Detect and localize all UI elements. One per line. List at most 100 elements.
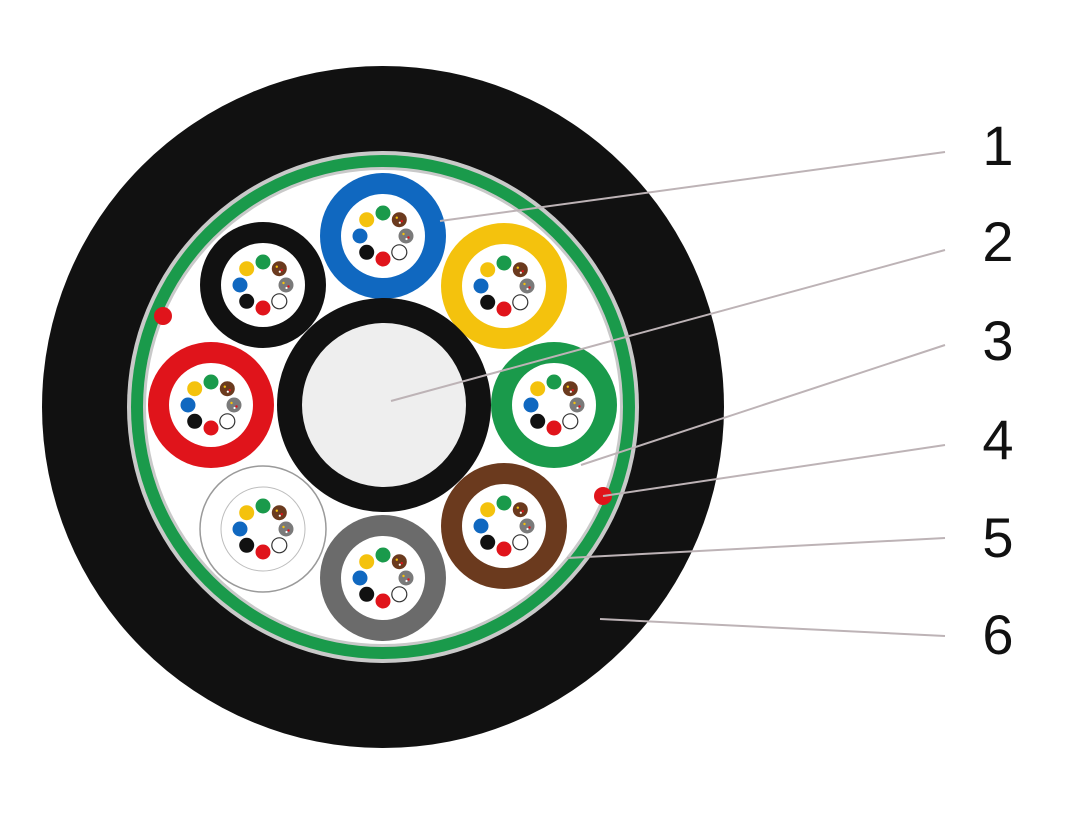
fiber bbox=[219, 413, 236, 430]
fiber-marker-dot bbox=[226, 390, 229, 393]
leader-line-5 bbox=[566, 537, 946, 559]
fiber bbox=[391, 212, 407, 228]
fiber-marker-dot bbox=[282, 281, 285, 285]
fiber-marker-dot bbox=[230, 401, 233, 405]
fiber-marker-dot bbox=[516, 506, 519, 509]
fiber-marker-dot bbox=[523, 522, 526, 526]
fiber-marker-dot bbox=[282, 525, 285, 529]
fiber bbox=[530, 413, 546, 429]
fiber bbox=[352, 228, 368, 244]
fiber bbox=[512, 294, 529, 311]
fiber bbox=[239, 293, 255, 309]
fiber-marker-dot bbox=[402, 574, 405, 578]
fiber bbox=[232, 277, 248, 293]
fiber bbox=[203, 420, 219, 436]
fiber-marker-dot bbox=[405, 579, 408, 583]
fiber bbox=[480, 534, 496, 550]
fiber-marker-dot bbox=[235, 405, 238, 408]
fiber-marker-dot bbox=[398, 221, 401, 224]
fiber bbox=[569, 397, 585, 413]
fiber bbox=[562, 413, 579, 430]
loose-tube-white bbox=[199, 465, 327, 593]
fiber bbox=[398, 570, 414, 586]
fiber bbox=[271, 537, 288, 554]
fiber bbox=[512, 534, 529, 551]
fiber-marker-dot bbox=[400, 562, 403, 565]
leader-line-2 bbox=[390, 249, 946, 402]
loose-tube-brown bbox=[441, 463, 567, 589]
fiber bbox=[203, 374, 219, 390]
fiber-marker-dot bbox=[278, 270, 281, 273]
fiber bbox=[239, 537, 255, 553]
fiber-marker-dot bbox=[402, 232, 405, 236]
fiber bbox=[530, 381, 546, 397]
fiber bbox=[278, 277, 294, 293]
fiber bbox=[255, 254, 271, 270]
fiber-marker-dot bbox=[521, 270, 524, 273]
fiber-marker-dot bbox=[407, 578, 410, 581]
callout-label-2: 2 bbox=[982, 210, 1014, 273]
fiber bbox=[359, 212, 375, 228]
fiber-marker-dot bbox=[569, 390, 572, 393]
callout-label-6: 6 bbox=[982, 603, 1014, 666]
callout-label-4: 4 bbox=[982, 408, 1014, 471]
leader-line-6 bbox=[599, 618, 946, 637]
fiber bbox=[271, 293, 288, 310]
fiber bbox=[375, 251, 391, 267]
fiber bbox=[375, 593, 391, 609]
fiber-marker-dot bbox=[516, 266, 519, 269]
loose-tube-green bbox=[491, 342, 617, 468]
loose-tube-yellow bbox=[441, 223, 567, 349]
fiber bbox=[180, 397, 196, 413]
fiber-marker-dot bbox=[280, 513, 283, 516]
fiber-marker-dot bbox=[528, 286, 531, 289]
strength-member bbox=[302, 323, 466, 487]
fiber-marker-dot bbox=[287, 285, 290, 288]
fiber-marker-dot bbox=[395, 216, 398, 219]
fiber-marker-dot bbox=[571, 389, 574, 392]
fiber bbox=[523, 397, 539, 413]
loose-tube-blue bbox=[320, 173, 446, 299]
fiber bbox=[473, 278, 489, 294]
fiber-marker-dot bbox=[233, 406, 236, 410]
fiber bbox=[187, 413, 203, 429]
fiber-marker-dot bbox=[400, 220, 403, 223]
fiber bbox=[359, 554, 375, 570]
fiber bbox=[271, 261, 287, 277]
fiber-marker-dot bbox=[407, 236, 410, 239]
fiber bbox=[519, 518, 535, 534]
fiber-marker-dot bbox=[398, 563, 401, 566]
fiber-marker-dot bbox=[223, 385, 226, 388]
leader-line-3 bbox=[580, 344, 946, 466]
leader-lines bbox=[390, 151, 946, 637]
fiber-marker-dot bbox=[573, 401, 576, 405]
fiber bbox=[219, 381, 235, 397]
fiber bbox=[255, 498, 271, 514]
fiber bbox=[496, 255, 512, 271]
fiber-marker-dot bbox=[526, 287, 529, 291]
fiber bbox=[480, 294, 496, 310]
fiber-marker-dot bbox=[578, 405, 581, 408]
fiber-marker-dot bbox=[228, 389, 231, 392]
fiber bbox=[359, 244, 375, 260]
fiber bbox=[375, 547, 391, 563]
callout-label-5: 5 bbox=[982, 506, 1014, 569]
fiber-marker-dot bbox=[521, 510, 524, 513]
fiber bbox=[232, 521, 248, 537]
fiber bbox=[496, 495, 512, 511]
fiber bbox=[398, 228, 414, 244]
fiber bbox=[496, 301, 512, 317]
fiber bbox=[512, 502, 528, 518]
fiber bbox=[375, 205, 391, 221]
fiber bbox=[239, 261, 255, 277]
loose-tube-red bbox=[148, 342, 274, 468]
fiber bbox=[271, 505, 287, 521]
fiber bbox=[352, 570, 368, 586]
fiber bbox=[391, 554, 407, 570]
fiber-marker-dot bbox=[528, 526, 531, 529]
fiber-marker-dot bbox=[576, 406, 579, 410]
fiber bbox=[359, 586, 375, 602]
fiber bbox=[187, 381, 203, 397]
fiber-marker-dot bbox=[275, 509, 278, 512]
